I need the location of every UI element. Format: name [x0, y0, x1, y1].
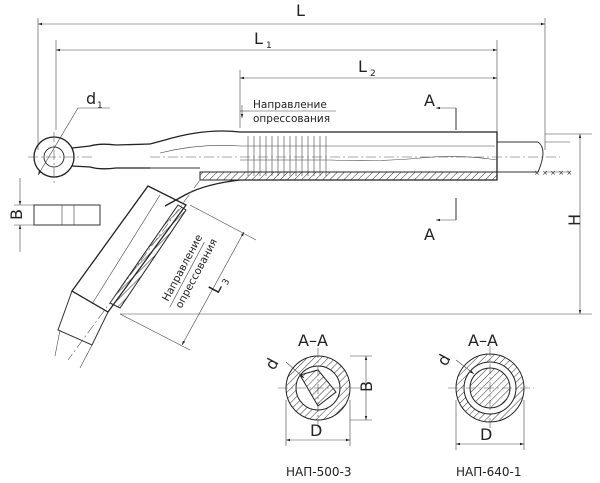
dimension-L1: L 1 [55, 29, 498, 135]
clamp-body: × × × × × [149, 130, 572, 207]
pressing-direction-top: Направление опрессования [240, 99, 336, 125]
pressing-ribs [247, 136, 327, 176]
dim-L-label: L [296, 1, 305, 20]
eye-ring [28, 132, 151, 183]
dim-L2-label: L [358, 57, 367, 76]
lower-sleeve [199, 171, 498, 181]
dim-L2-subscript: 2 [370, 69, 376, 79]
clamp-branch [54, 179, 201, 369]
dimension-L: L [37, 1, 546, 150]
section-mark-A-bottom: A [424, 198, 457, 244]
section-mark-A-top: A [424, 91, 457, 130]
dimension-d1: d 1 [37, 89, 110, 176]
pressing-direction-side: Направление опрессования [160, 233, 220, 311]
dim-d1-subscript: 1 [97, 101, 103, 111]
section-1-heading: А–А [298, 331, 328, 350]
section-2-d-label: d [433, 351, 455, 369]
dim-L1-label: L [254, 29, 263, 48]
wire-strand-marks: × × × × × [534, 169, 572, 177]
section-2-D-label: D [480, 425, 492, 444]
pressing-note-top-line2: опрессования [253, 113, 330, 125]
section-mark-A-bottom-label: A [424, 225, 435, 244]
dim-H-label: H [565, 214, 584, 226]
dim-d1-label: d [86, 89, 96, 108]
section-1-B-label: B [357, 381, 376, 392]
section-1-d-label: d [261, 355, 283, 373]
section-view-2: А–А d D НАП-640-1 [433, 331, 534, 479]
pressing-note-top-line1: Направление [253, 99, 327, 111]
dimension-L2: L 2 [239, 57, 497, 128]
section-1-caption: НАП-500-3 [286, 465, 351, 479]
section-2-heading: А–А [468, 331, 498, 350]
dimension-B-left: B [7, 178, 101, 252]
dim-L1-subscript: 1 [266, 41, 272, 51]
section-2-caption: НАП-640-1 [456, 465, 521, 479]
dim-B-left-label: B [7, 209, 26, 220]
section-1-D-label: D [310, 421, 322, 440]
section-mark-A-top-label: A [424, 91, 435, 110]
dim-L3-subscript: 3 [221, 277, 233, 287]
section-view-1: А–А d B D НАП-500-3 [261, 331, 376, 479]
